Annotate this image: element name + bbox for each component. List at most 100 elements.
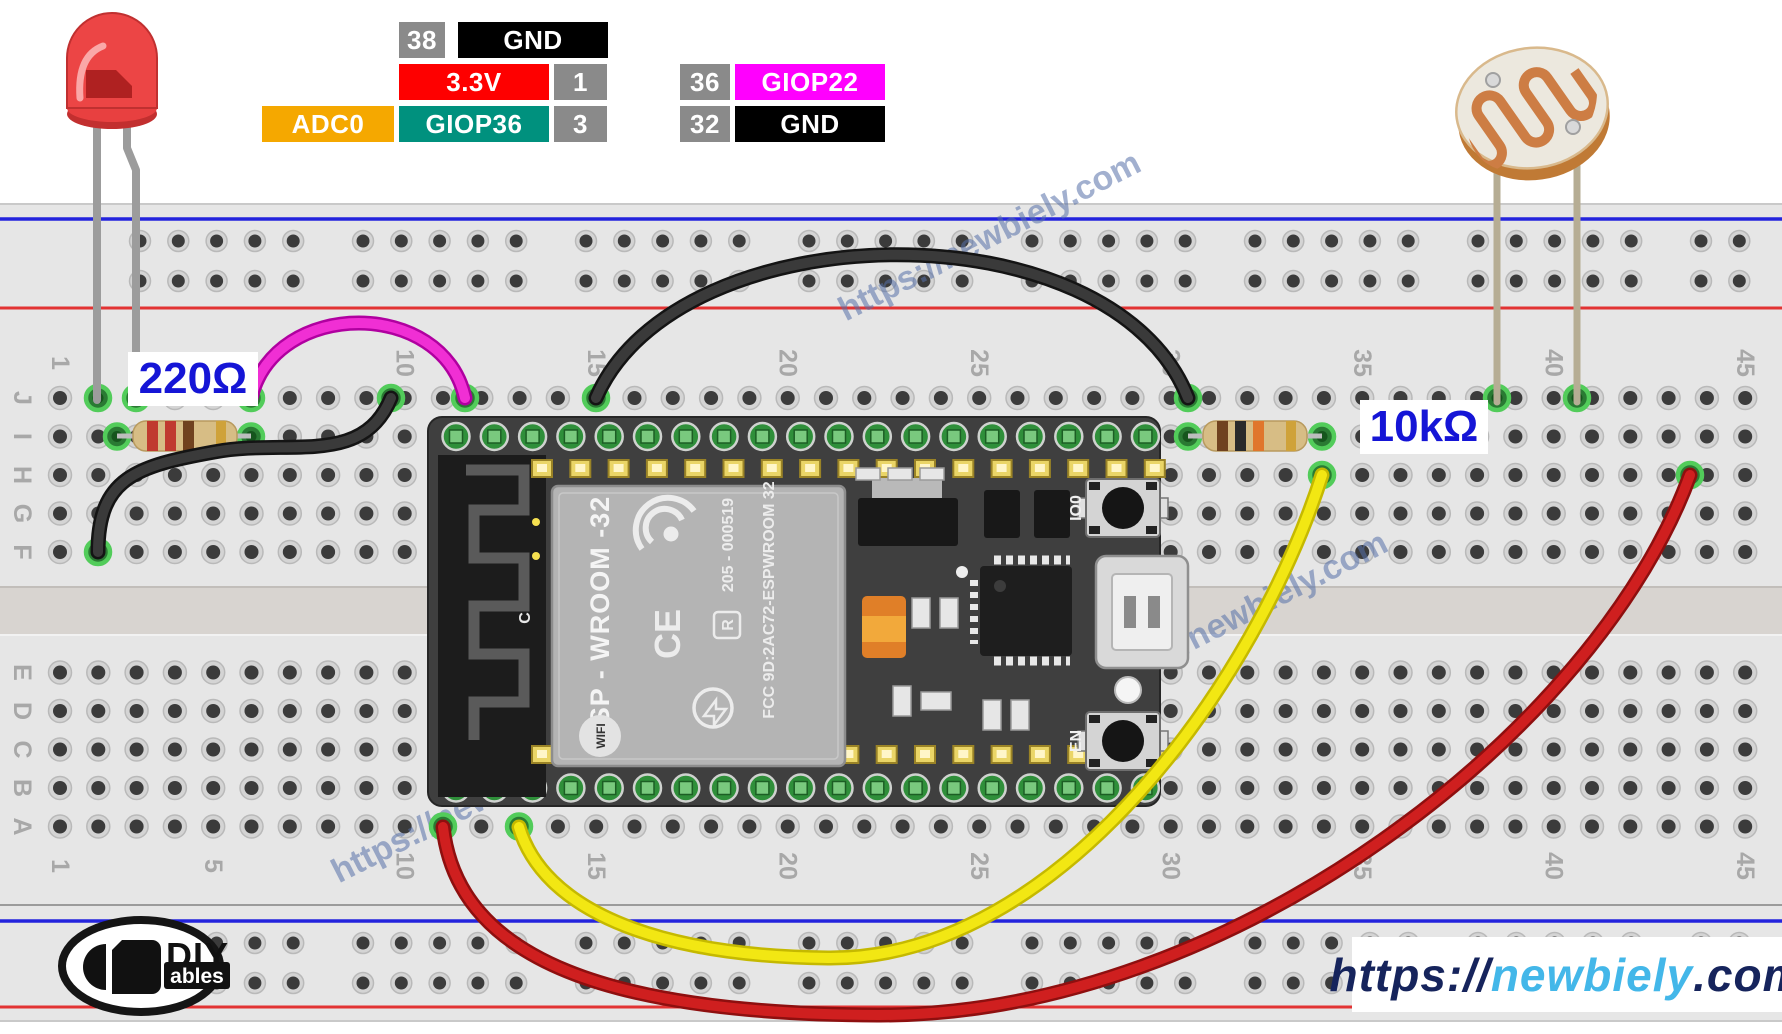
breadboard-hole-center <box>244 819 259 834</box>
breadboard-hole-center <box>1248 936 1262 950</box>
breadboard-hole-center <box>972 391 987 405</box>
breadboard-hole-center <box>1125 819 1140 834</box>
breadboard-hole-center <box>397 506 412 521</box>
resistor-band <box>147 421 158 451</box>
breadboard-hole-center <box>474 819 489 834</box>
breadboard-hole-center <box>282 506 297 521</box>
breadboard-hole-center <box>1699 704 1714 718</box>
breadboard-hole-center <box>579 936 593 950</box>
breadboard-hole-center <box>244 704 259 718</box>
esp32-pad-square <box>716 780 732 796</box>
esp32-pad-square <box>1061 780 1077 796</box>
breadboard-hole-center <box>1699 742 1714 757</box>
breadboard-hole-center <box>1401 274 1415 288</box>
breadboard-hole-center <box>282 468 297 482</box>
breadboard-hole-center <box>742 391 757 405</box>
resistor-band <box>1235 421 1246 451</box>
breadboard-hole-center <box>91 665 106 680</box>
breadboard-hole-center <box>1431 704 1446 718</box>
breadboard-hole-center <box>129 742 144 757</box>
breadboard-hole-center <box>1694 274 1708 288</box>
breadboard-coordinate-label: C <box>8 740 36 758</box>
breadboard-hole-center <box>1248 976 1262 990</box>
breadboard-hole-center <box>1355 819 1370 834</box>
esp32-gold-pin-inner <box>881 464 892 472</box>
breadboard-hole-center <box>1623 819 1638 834</box>
breadboard-hole-center <box>1025 234 1039 248</box>
breadboard-hole-center <box>1470 781 1485 795</box>
breadboard-hole-center <box>53 665 67 680</box>
breadboard-hole-center <box>286 976 300 990</box>
breadboard-hole-center <box>1393 665 1408 680</box>
breadboard-hole-center <box>1240 545 1255 559</box>
breadboard-hole-center <box>732 234 746 248</box>
breadboard-hole-center <box>53 506 67 521</box>
breadboard-coordinate-label: G <box>8 504 36 523</box>
breadboard-hole-center <box>356 976 370 990</box>
pin-number-38: 38 <box>399 22 445 58</box>
fcc-id: FCC 9D:2AC72-ESPWROOM 32 <box>761 481 778 718</box>
breadboard-hole-center <box>819 391 833 405</box>
breadboard-hole-center <box>1140 274 1154 288</box>
breadboard-hole-center <box>1732 274 1746 288</box>
led-die <box>86 70 132 98</box>
breadboard-hole-center <box>359 704 374 718</box>
breadboard-coordinate-label: F <box>8 544 36 559</box>
regulator-tab <box>872 478 942 498</box>
breadboard-hole-center <box>1471 274 1485 288</box>
breadboard-coordinate-label: 1 <box>46 356 74 370</box>
breadboard-hole-center <box>1585 665 1599 680</box>
breadboard-hole-center <box>1202 819 1216 834</box>
esp32-board: C ESP - WROOM -32 WIFI CE 205 - 000519 R… <box>427 416 1190 807</box>
esp32-gold-pin-inner <box>958 464 969 472</box>
breadboard-hole-center <box>1325 936 1339 950</box>
breadboard-hole-center <box>53 429 67 444</box>
breadboard-hole-center <box>321 391 336 405</box>
breadboard-hole-center <box>509 274 523 288</box>
breadboard-hole-center <box>1699 781 1714 795</box>
breadboard-hole-center <box>1623 468 1638 482</box>
resistor-band <box>165 421 176 451</box>
breadboard-hole-center <box>802 274 816 288</box>
resistor-220ohm <box>117 420 251 452</box>
breadboard-hole-center <box>656 976 670 990</box>
breadboard-hole-center <box>167 665 182 680</box>
esp32-gold-pin-inner <box>996 464 1007 472</box>
wire-black-arc <box>591 249 1193 403</box>
breadboard-hole-center <box>244 665 259 680</box>
breadboard-hole-center <box>53 391 67 405</box>
esp32-gold-pin-inner <box>996 750 1007 758</box>
breadboard-hole-center <box>1623 704 1638 718</box>
breadboard-hole-center <box>397 781 412 795</box>
esp32-gold-pin-inner <box>843 750 854 758</box>
breadboard-hole-center <box>397 545 412 559</box>
esp32-gold-pin-inner <box>1149 464 1160 472</box>
breadboard-hole-center <box>1355 506 1370 521</box>
breadboard-hole-center <box>1546 545 1561 559</box>
breadboard-hole-center <box>286 936 300 950</box>
breadboard-hole-center <box>1508 545 1523 559</box>
breadboard-hole-center <box>1278 468 1293 482</box>
breadboard-coordinate-label: 1 <box>46 859 74 873</box>
breadboard-hole-center <box>656 234 670 248</box>
breadboard-coordinate-label: 10 <box>391 349 419 377</box>
pin-label-3v3: 3.3V <box>399 64 549 100</box>
breadboard-hole-center <box>917 274 931 288</box>
breadboard-hole-center <box>282 704 297 718</box>
breadboard-hole-center <box>129 819 144 834</box>
breadboard-hole-center <box>879 234 893 248</box>
breadboard-hole-center <box>589 819 604 834</box>
esp32-pad-square <box>831 429 847 444</box>
breadboard-hole-center <box>282 781 297 795</box>
main-chip <box>970 555 1072 666</box>
espressif-swirl-logo <box>632 494 697 551</box>
brand-prefix: https:// <box>1329 948 1491 1001</box>
esp32-gold-pin-inner <box>958 750 969 758</box>
ground-cert-logo <box>692 687 734 729</box>
breadboard-hole-center <box>248 936 262 950</box>
breadboard-hole-center <box>1508 742 1523 757</box>
breadboard-hole-center <box>1316 819 1331 834</box>
breadboard-hole-center <box>53 704 67 718</box>
breadboard-hole-center <box>1548 234 1562 248</box>
breadboard-hole-center <box>167 819 182 834</box>
